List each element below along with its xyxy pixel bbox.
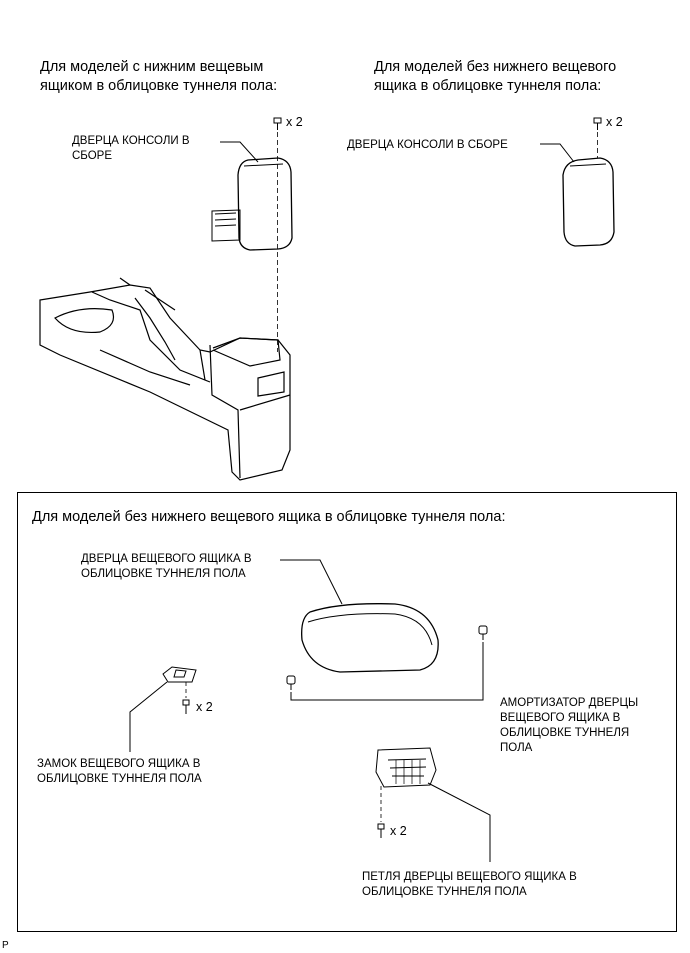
box-door-illustration [301,603,439,673]
console-door-label-left: ДВЕРЦА КОНСОЛИ В СБОРЕ [72,135,190,162]
clip-quantity-left: x 2 [286,115,303,129]
lock-label: ЗАМОК ВЕЩЕВОГО ЯЩИКА В ОБЛИЦОВКЕ ТУННЕЛЯ… [37,758,202,785]
console-door-assembly-right [562,157,615,247]
damper-icon-left [286,675,296,690]
bottom-panel-frame [17,492,677,932]
bottom-panel-heading: Для моделей без нижнего вещевого ящика в… [32,509,506,525]
hinge-leader [427,782,491,862]
lock-screw-icon [182,699,190,714]
hinge-illustration [375,747,437,788]
console-door-label-right: ДВЕРЦА КОНСОЛИ В СБОРЕ [347,139,508,151]
top-right-heading: Для моделей без нижнего вещевого ящика в… [374,59,617,94]
lock-screw-quantity: x 2 [196,700,213,714]
hinge-screw-quantity: x 2 [390,824,407,838]
console-door-leader-left [220,141,259,163]
hinge-screw-icon [377,823,385,838]
clip-icon-left [273,117,282,130]
box-door-leader [280,559,343,605]
corner-mark: P [2,940,9,951]
console-door-assembly-left [211,157,293,251]
clip-quantity-right: x 2 [606,115,623,129]
damper-leader [290,642,484,701]
lock-illustration [162,666,197,683]
lock-leader [129,681,168,752]
hinge-label: ПЕТЛЯ ДВЕРЦЫ ВЕЩЕВОГО ЯЩИКА В ОБЛИЦОВКЕ … [362,871,577,898]
console-door-leader-right [540,143,575,163]
floor-console-body [39,277,291,481]
damper-icon-right [478,625,488,640]
box-door-label: ДВЕРЦА ВЕЩЕВОГО ЯЩИКА В ОБЛИЦОВКЕ ТУННЕЛ… [81,553,252,580]
top-left-heading: Для моделей с нижним вещевым ящиком в об… [40,59,278,94]
clip-icon-right [593,117,602,130]
damper-label: АМОРТИЗАТОР ДВЕРЦЫ ВЕЩЕВОГО ЯЩИКА В ОБЛИ… [500,697,639,754]
